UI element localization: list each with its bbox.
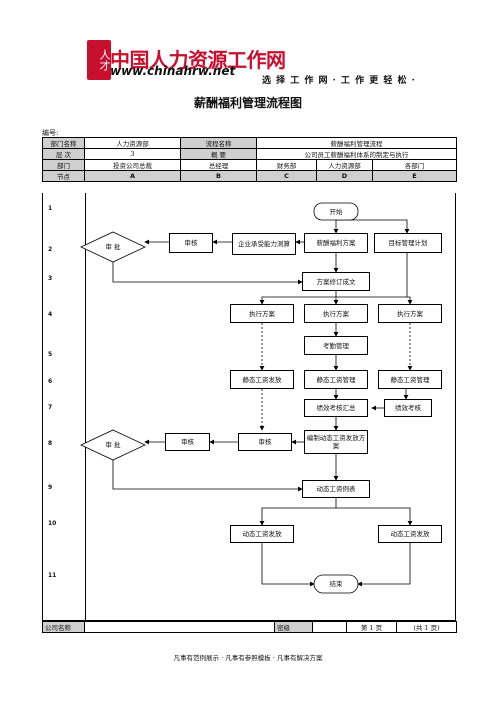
dynamic-pay-c: 动态工资发放 bbox=[230, 525, 294, 543]
row-number: 9 bbox=[48, 484, 53, 491]
row-number: 6 bbox=[48, 378, 53, 385]
company-name-value bbox=[84, 621, 275, 633]
row-number: 11 bbox=[48, 572, 57, 579]
decision-diamond-1 bbox=[80, 231, 146, 263]
performance-summary-box: 绩效考核汇总 bbox=[304, 399, 368, 417]
node-e: E bbox=[372, 170, 457, 182]
row-number: 10 bbox=[48, 520, 57, 527]
process-header-table: 部门名称 人力资源部 流程名称 薪酬福利管理流程 层 次 3 概 要 公司员工薪… bbox=[42, 137, 457, 182]
salary-plan-box: 薪酬福利方案 bbox=[304, 233, 368, 253]
row-number: 2 bbox=[48, 246, 53, 253]
decision-diamond-2 bbox=[80, 429, 146, 461]
review-box-c: 审核 bbox=[238, 433, 292, 451]
review-box-1: 审核 bbox=[169, 233, 213, 253]
attendance-box: 考勤管理 bbox=[304, 336, 368, 355]
static-pay-c: 静态工资发放 bbox=[230, 370, 294, 389]
page-title: 薪酬福利管理流程图 bbox=[193, 96, 302, 110]
row-number: 1 bbox=[48, 205, 53, 212]
doc-number-label: 编号: bbox=[42, 129, 59, 137]
node-a: A bbox=[84, 170, 181, 182]
grid-divider bbox=[85, 193, 86, 620]
dynamic-pay-plan-box: 编制动态工资发放方案 bbox=[304, 430, 368, 454]
execute-plan-c: 执行方案 bbox=[230, 304, 294, 323]
logo-mark: 人才 bbox=[87, 40, 111, 80]
static-pay-e: 静态工资管理 bbox=[378, 370, 442, 389]
execute-plan-e: 执行方案 bbox=[378, 304, 442, 323]
row-number: 5 bbox=[48, 351, 53, 358]
footer-table: 公司名称 密级 第 1 页 (共 1 页) bbox=[42, 621, 457, 633]
confidentiality-label: 密级 bbox=[274, 621, 313, 633]
slogan: 选 择 工 作 网 · 工 作 更 轻 松 · bbox=[262, 76, 416, 86]
start-label: 开始 bbox=[329, 207, 343, 216]
logo-text: 中国人力资源工作网 bbox=[110, 48, 286, 72]
header-row-nodes: 节点 A B C D E bbox=[42, 170, 457, 182]
review-box-b: 审核 bbox=[165, 433, 210, 451]
execute-plan-d: 执行方案 bbox=[304, 304, 368, 323]
approval-label-1: 审 批 bbox=[105, 243, 121, 251]
company-name-label: 公司名称 bbox=[42, 621, 85, 633]
page-total: (共 1 页) bbox=[396, 621, 457, 633]
performance-review-box: 绩效考核 bbox=[384, 399, 432, 417]
end-terminal bbox=[313, 574, 359, 594]
capacity-estimate-box: 企业承受能力测算 bbox=[232, 233, 296, 255]
plan-revision-box: 方案修订成文 bbox=[302, 272, 370, 291]
page-number: 第 1 页 bbox=[346, 621, 397, 633]
node-c: C bbox=[256, 170, 317, 182]
static-pay-d: 静态工资管理 bbox=[304, 370, 368, 389]
row-number: 4 bbox=[48, 311, 53, 318]
approval-label-2: 审 批 bbox=[105, 441, 121, 449]
confidentiality-value bbox=[312, 621, 347, 633]
target-plan-box: 目标管理计划 bbox=[374, 233, 442, 253]
footer-slogan: 凡事有范例展示 · 凡事有参照模板 · 凡事有解决方案 bbox=[173, 654, 323, 662]
label-node: 节点 bbox=[42, 170, 85, 182]
end-label: 结束 bbox=[329, 580, 343, 588]
row-number: 3 bbox=[48, 275, 53, 282]
dynamic-pay-e: 动态工资发放 bbox=[378, 525, 442, 543]
dynamic-pay-table-box: 动态工资例表 bbox=[302, 480, 370, 498]
row-number: 7 bbox=[48, 404, 53, 411]
row-number: 8 bbox=[48, 440, 53, 447]
flow-grid bbox=[42, 193, 456, 621]
header-row-dept: 部门名称 人力资源部 流程名称 薪酬福利管理流程 bbox=[42, 137, 457, 149]
node-d: D bbox=[316, 170, 373, 182]
logo-url: www.chinahrw.net bbox=[110, 64, 236, 78]
start-terminal bbox=[313, 202, 359, 221]
